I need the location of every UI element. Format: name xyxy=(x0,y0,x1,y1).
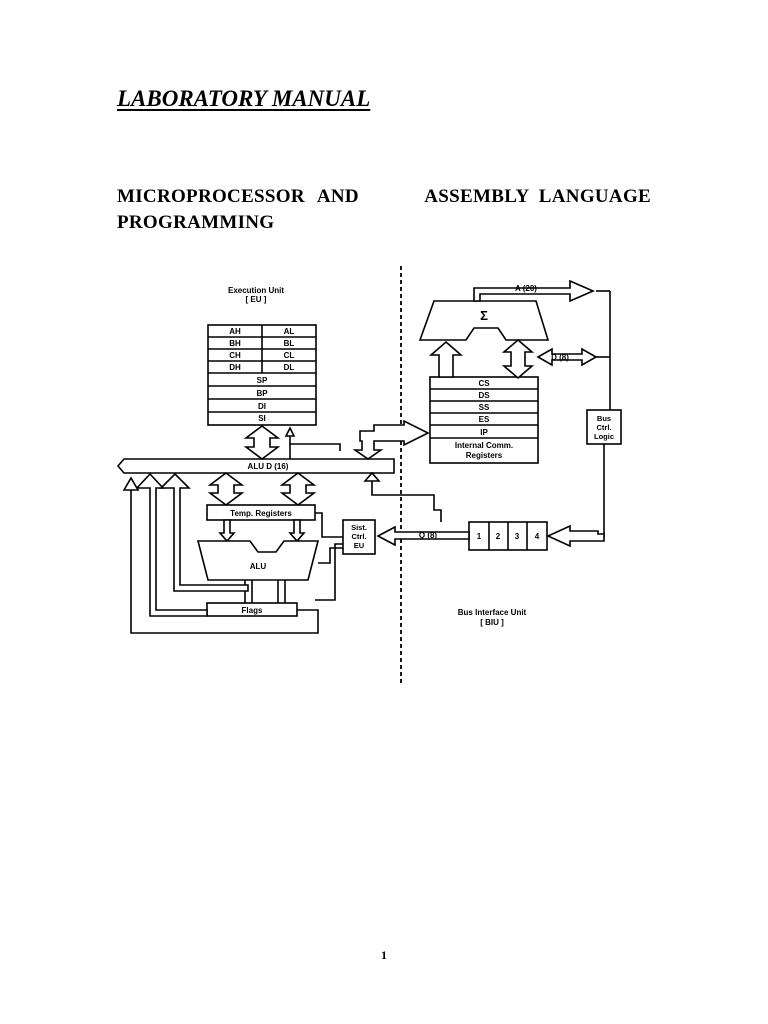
system-control-label-3: EU xyxy=(354,541,364,550)
segment-register-file xyxy=(429,376,539,464)
document-title: LABORATORY MANUAL xyxy=(117,86,371,111)
subject-line-1: MICROPROCESSOR AND ASSEMBLY LANGUAGE xyxy=(117,184,651,210)
page-number: 1 xyxy=(381,948,387,962)
queue-to-control-arrow xyxy=(376,525,470,547)
register-sp: SP xyxy=(257,376,268,385)
alu-internal-bus xyxy=(116,458,395,474)
alu-bus-label: ALU D (16) xyxy=(248,462,289,471)
queue-slot-2: 2 xyxy=(496,532,501,541)
system-control-label-1: Sist. xyxy=(351,523,367,532)
register-bp: BP xyxy=(256,389,268,398)
register-bl: BL xyxy=(284,339,295,348)
register-ah: AH xyxy=(229,327,241,336)
address-bus-arrow xyxy=(473,279,596,303)
biu-abbreviation: [ BIU ] xyxy=(480,618,504,627)
eu-abbreviation: [ EU ] xyxy=(246,295,267,304)
temp-register-right-double-arrow xyxy=(279,472,317,506)
temp-registers-label: Temp. Registers xyxy=(230,509,292,518)
bus-ctrl-label-2: Ctrl. xyxy=(597,423,612,432)
bus-ctrl-logic-box xyxy=(586,409,622,445)
queue-slot-4: 4 xyxy=(535,532,540,541)
internal-comm-label-2: Registers xyxy=(466,451,503,460)
register-ds: DS xyxy=(478,391,490,400)
flags-label: Flags xyxy=(242,606,263,615)
eu-biu-transfer-arrow xyxy=(352,419,430,460)
register-cl: CL xyxy=(284,351,295,360)
registers-bus-double-arrow xyxy=(243,425,281,460)
biu-title: Bus Interface Unit xyxy=(458,608,527,617)
data-bus-label: D (8) xyxy=(551,353,569,362)
register-di: DI xyxy=(258,402,266,411)
register-ip: IP xyxy=(480,428,488,437)
register-es: ES xyxy=(479,415,490,424)
alu-unit xyxy=(196,540,320,581)
register-bh: BH xyxy=(229,339,241,348)
subject-heading: MICROPROCESSOR AND ASSEMBLY LANGUAGE PRO… xyxy=(117,184,651,236)
queue-slot-1: 1 xyxy=(477,532,482,541)
general-register-file xyxy=(207,324,317,426)
register-ch: CH xyxy=(229,351,241,360)
instruction-queue xyxy=(468,521,548,551)
bus-ctrl-label-1: Bus xyxy=(597,414,611,423)
system-control-eu-box xyxy=(342,519,376,555)
register-cs: CS xyxy=(478,379,490,388)
queue-bus-label: Q (8) xyxy=(419,531,438,540)
subject-line-1-right: ASSEMBLY LANGUAGE xyxy=(424,186,651,207)
register-ss: SS xyxy=(479,403,490,412)
register-al: AL xyxy=(284,327,295,336)
bus-to-queue-arrow xyxy=(546,524,605,548)
bus-ctrl-label-3: Logic xyxy=(594,432,614,441)
subject-line-1-left: MICROPROCESSOR AND xyxy=(117,186,359,207)
queue-slot-3: 3 xyxy=(515,532,520,541)
subject-line-2: PROGRAMMING xyxy=(117,212,275,233)
register-si: SI xyxy=(258,414,266,423)
alu-label: ALU xyxy=(250,562,267,571)
system-control-label-2: Ctrl. xyxy=(352,532,367,541)
adder-segment-double-arrow xyxy=(501,338,535,380)
eu-title: Execution Unit xyxy=(228,286,284,295)
address-bus-label: A (20) xyxy=(515,284,537,293)
address-adder xyxy=(418,300,550,341)
segment-to-adder-arrow xyxy=(428,340,464,378)
register-dl: DL xyxy=(284,363,295,372)
temp-register-left-double-arrow xyxy=(207,472,245,506)
register-dh: DH xyxy=(229,363,241,372)
adder-sigma-symbol: Σ xyxy=(480,308,488,323)
internal-comm-label-1: Internal Comm. xyxy=(455,441,513,450)
